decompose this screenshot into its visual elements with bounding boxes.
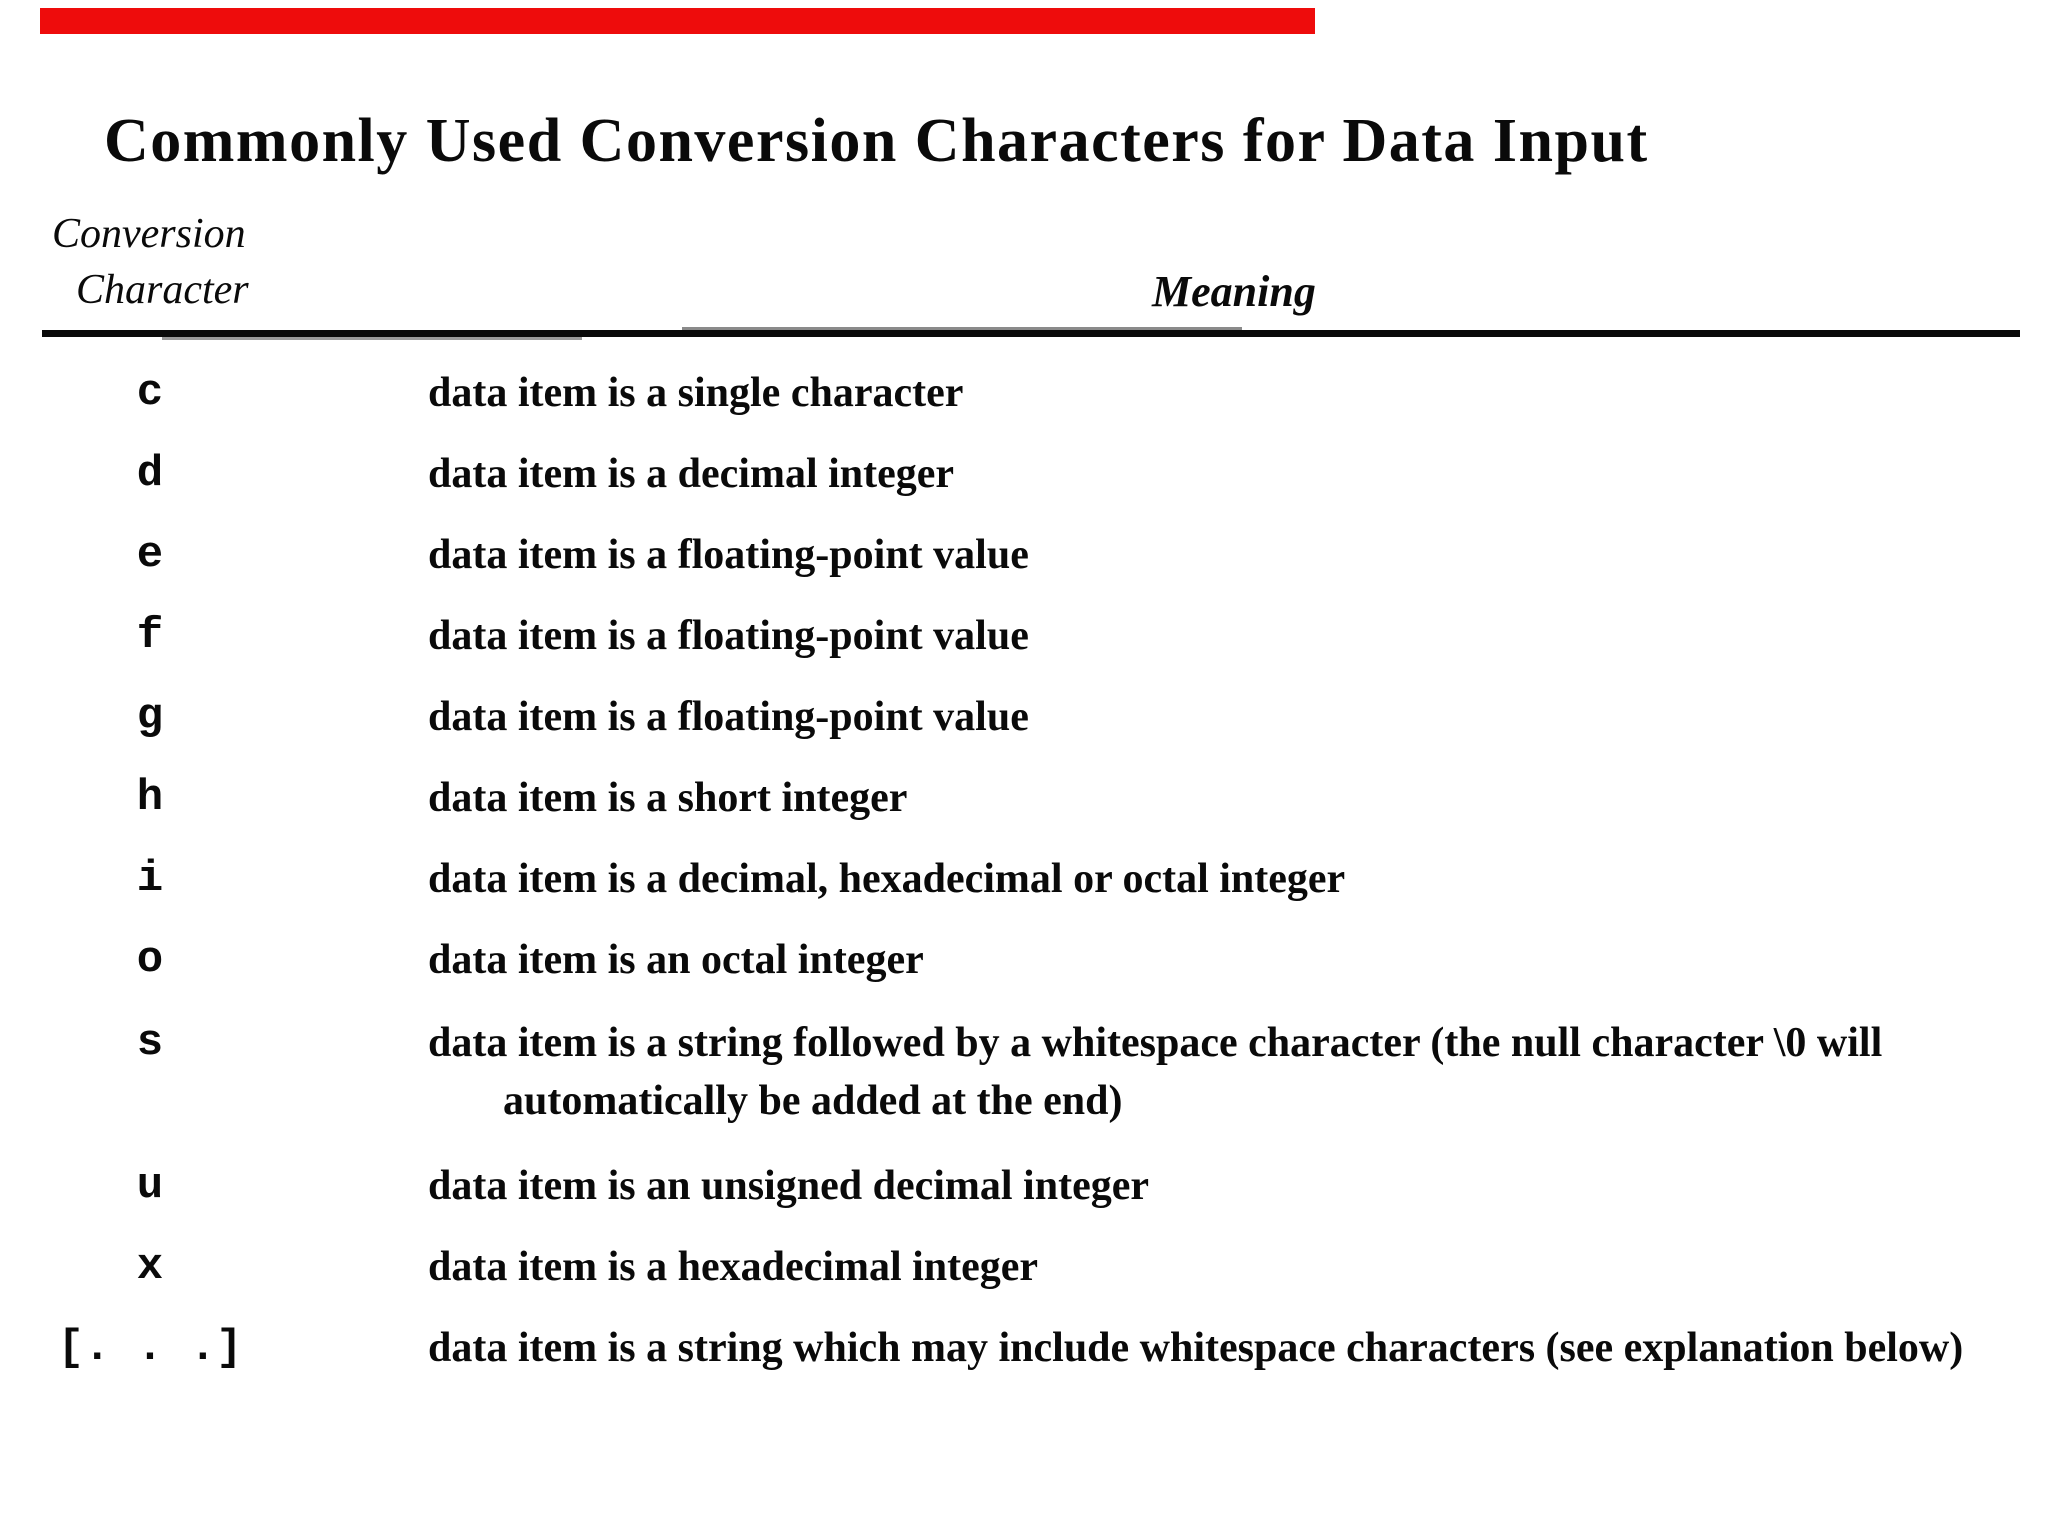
- table-row: s data item is a string followed by a wh…: [0, 1000, 2048, 1145]
- table-row: [. . .] data item is a string which may …: [0, 1307, 2048, 1388]
- conversion-character: f: [136, 610, 164, 661]
- conversion-character: s: [136, 1018, 164, 1068]
- conversion-characters-table: c data item is a single character d data…: [0, 352, 2048, 1388]
- conversion-character: d: [136, 448, 164, 499]
- column-header-meaning: Meaning: [1152, 267, 1316, 316]
- conversion-character: g: [136, 691, 164, 742]
- column-header-conversion: Conversion: [52, 211, 246, 257]
- conversion-character: [. . .]: [57, 1322, 243, 1373]
- table-row: d data item is a decimal integer: [0, 433, 2048, 514]
- meaning-line2: automatically be added at the end): [503, 1078, 1123, 1124]
- table-row: o data item is an octal integer: [0, 919, 2048, 1000]
- table-row: h data item is a short integer: [0, 757, 2048, 838]
- meaning-text: data item is a floating-point value: [428, 693, 1029, 740]
- page-title: Commonly Used Conversion Characters for …: [104, 106, 1649, 175]
- conversion-character: i: [136, 853, 164, 904]
- table-row: x data item is a hexadecimal integer: [0, 1226, 2048, 1307]
- table-row: f data item is a floating-point value: [0, 595, 2048, 676]
- meaning-text: data item is a string which may include …: [428, 1324, 1964, 1371]
- header-rule: [42, 327, 2020, 340]
- table-row: c data item is a single character: [0, 352, 2048, 433]
- table-row: g data item is a floating-point value: [0, 676, 2048, 757]
- conversion-character: o: [136, 934, 164, 985]
- meaning-text: data item is a decimal integer: [428, 450, 955, 497]
- conversion-character: e: [136, 529, 164, 580]
- meaning-line1: data item is a string followed by a whit…: [428, 1020, 1883, 1066]
- conversion-character: c: [136, 367, 164, 418]
- table-row: e data item is a floating-point value: [0, 514, 2048, 595]
- conversion-character: x: [136, 1241, 164, 1292]
- meaning-text: data item is a floating-point value: [428, 612, 1029, 659]
- top-red-highlight-bar: [40, 8, 1315, 34]
- meaning-text: data item is a floating-point value: [428, 531, 1029, 578]
- meaning-text: data item is an octal integer: [428, 936, 924, 983]
- meaning-text: data item is a single character: [428, 369, 964, 416]
- meaning-text: data item is a string followed by a whit…: [428, 1014, 2048, 1130]
- conversion-character: h: [136, 772, 164, 823]
- meaning-text: data item is an unsigned decimal integer: [428, 1162, 1149, 1209]
- meaning-text: data item is a short integer: [428, 774, 908, 821]
- column-header-character: Character: [76, 267, 249, 313]
- conversion-character: u: [136, 1160, 164, 1211]
- table-row: u data item is an unsigned decimal integ…: [0, 1145, 2048, 1226]
- meaning-text: data item is a decimal, hexadecimal or o…: [428, 855, 1346, 902]
- meaning-text: data item is a hexadecimal integer: [428, 1243, 1039, 1290]
- table-row: i data item is a decimal, hexadecimal or…: [0, 838, 2048, 919]
